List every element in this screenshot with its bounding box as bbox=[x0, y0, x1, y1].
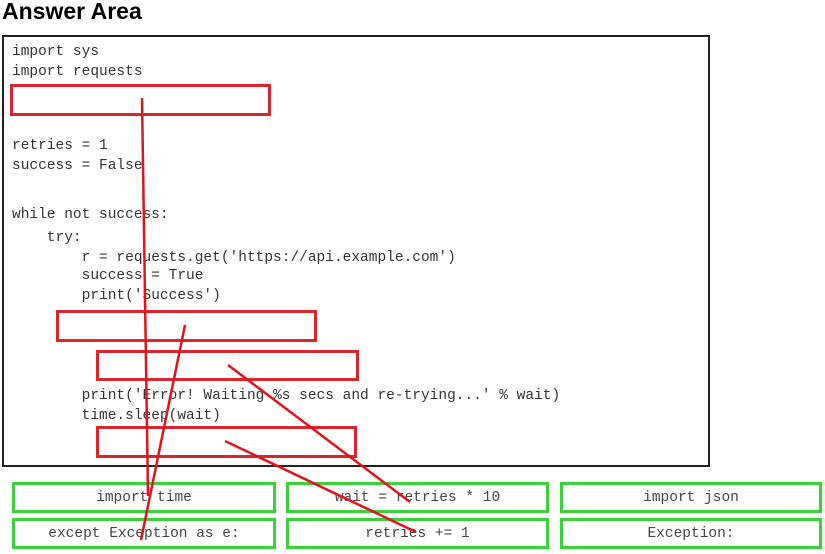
answer-slot-4[interactable] bbox=[96, 426, 357, 458]
code-line: import requests bbox=[12, 64, 143, 80]
code-line: time.sleep(wait) bbox=[12, 408, 221, 424]
option-import-json[interactable]: import json bbox=[560, 482, 822, 513]
code-line: print('Error! Waiting %s secs and re-try… bbox=[12, 388, 561, 404]
option-import-time[interactable]: import time bbox=[12, 482, 276, 513]
answer-slot-2[interactable] bbox=[56, 310, 317, 342]
option-exception[interactable]: Exception: bbox=[560, 518, 822, 549]
code-line: while not success: bbox=[12, 207, 169, 223]
code-line: r = requests.get('https://api.example.co… bbox=[12, 250, 456, 266]
code-line: print('Success') bbox=[12, 288, 221, 304]
code-line: retries = 1 bbox=[12, 138, 108, 154]
option-wait-assign[interactable]: wait = retries * 10 bbox=[286, 482, 549, 513]
code-line: success = False bbox=[12, 158, 143, 174]
answer-slot-3[interactable] bbox=[96, 350, 359, 381]
code-line: try: bbox=[12, 230, 82, 246]
answer-area-title: Answer Area bbox=[2, 0, 142, 24]
option-except-exception-as-e[interactable]: except Exception as e: bbox=[12, 518, 276, 549]
option-retries-increment[interactable]: retries += 1 bbox=[286, 518, 549, 549]
answer-slot-1[interactable] bbox=[10, 84, 271, 116]
code-line: import sys bbox=[12, 44, 100, 60]
code-line: success = True bbox=[12, 268, 204, 284]
